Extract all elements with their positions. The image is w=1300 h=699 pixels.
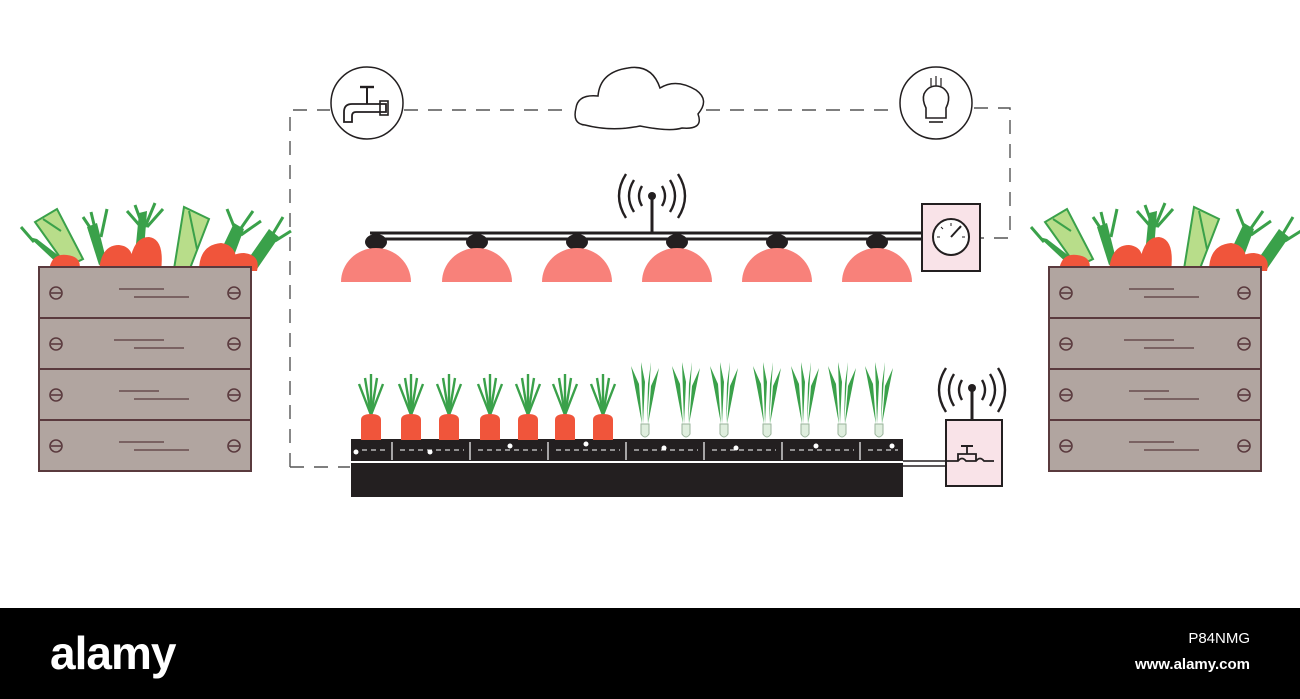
onion-plant [864,361,894,438]
grow-lamp [440,232,514,284]
grow-lamp [640,232,714,284]
water-valve-icon [937,367,1007,487]
lamp-rail [370,192,922,241]
light-bulb-icon [899,66,973,140]
smart-farm-diagram [19,66,1300,497]
onion-plant [709,361,739,438]
grow-lamp [540,232,614,284]
growing-tray [351,439,903,497]
grow-lamp [339,232,413,284]
network-links [289,107,1011,468]
onion-plant [752,361,782,438]
wireless-signal-icon [617,173,687,219]
faucet-icon [330,66,404,140]
onion-plant [827,361,857,438]
vegetable-crate-right [1029,201,1300,473]
carrot-row [357,372,617,442]
gauge-icon [921,203,981,272]
carrot-plant [589,372,617,442]
onion-row [630,361,894,438]
carrot-plant [435,372,463,442]
onion-plant [630,361,660,438]
water-pipe [903,460,946,467]
grow-lamp [840,232,914,284]
carrot-plant [476,372,504,442]
carrot-plant [551,372,579,442]
brand-logo: alamy [50,627,176,679]
carrot-plant [514,372,542,442]
cloud-icon [574,66,705,131]
carrot-plant [397,372,425,442]
onion-plant [790,361,820,438]
grow-lamps [339,232,914,284]
vegetable-crate-left [19,201,293,473]
watermark-footer: alamy P84NMG www.alamy.com [0,608,1300,699]
image-id: P84NMG [1188,630,1250,647]
onion-plant [671,361,701,438]
grow-lamp [740,232,814,284]
carrot-plant [357,372,385,442]
site-url: www.alamy.com [1134,656,1250,673]
